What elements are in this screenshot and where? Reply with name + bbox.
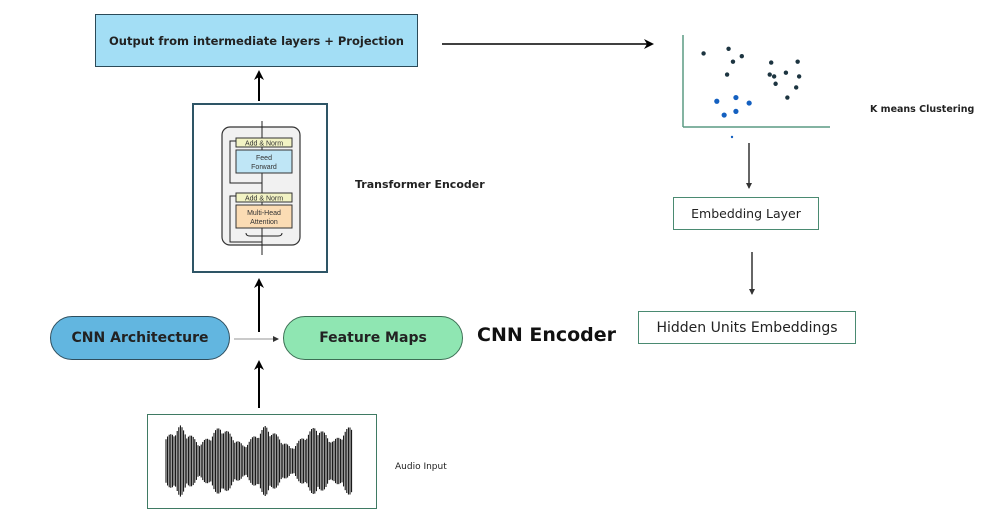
stray-point xyxy=(730,135,734,139)
scatter-point-dark xyxy=(796,74,802,79)
cnn-architecture-label: CNN Architecture xyxy=(71,330,209,346)
scatter-point-dark xyxy=(701,51,706,56)
feed-forward-text-1: Feed xyxy=(256,155,272,162)
scatter-point-dark xyxy=(769,60,774,65)
add-norm-bottom-text: Add & Norm xyxy=(245,196,283,203)
transformer-block-diagram: Add & Norm Feed Forward Add & Norm Multi… xyxy=(221,121,301,255)
add-norm-bottom-block xyxy=(235,192,293,203)
attention-text-2: Attention xyxy=(250,219,278,226)
scatter-point-dark xyxy=(724,72,730,77)
output-projection-box: Output from intermediate layers + Projec… xyxy=(95,14,418,67)
scatter-point-blue xyxy=(746,100,752,106)
scatter-point-blue xyxy=(733,94,739,101)
scatter-point-dark xyxy=(726,46,731,51)
cnn-architecture-node: CNN Architecture xyxy=(50,316,230,360)
output-projection-label: Output from intermediate layers + Projec… xyxy=(109,33,404,48)
kmeans-clustering-label: K means Clustering xyxy=(870,104,975,115)
add-norm-top-block xyxy=(235,137,293,148)
feed-forward-text-2: Forward xyxy=(251,164,277,171)
scatter-point-dark xyxy=(773,81,778,86)
audio-waveform xyxy=(165,425,353,497)
attention-text-1: Multi-Head xyxy=(247,210,281,217)
add-norm-top-text: Add & Norm xyxy=(245,141,283,148)
scatter-point-dark xyxy=(730,59,736,64)
embedding-layer-label: Embedding Layer xyxy=(691,206,801,221)
scatter-point-dark xyxy=(793,85,799,90)
kmeans-scatter-plot xyxy=(682,35,830,139)
scatter-point-dark xyxy=(785,95,790,100)
hidden-units-embeddings-label: Hidden Units Embeddings xyxy=(656,319,838,336)
feed-forward-block xyxy=(235,149,293,174)
scatter-point-dark xyxy=(771,74,777,79)
cnn-encoder-label: CNN Encoder xyxy=(477,324,617,346)
multi-head-attention-block xyxy=(235,204,293,229)
feature-maps-node: Feature Maps xyxy=(283,316,463,360)
scatter-point-dark xyxy=(739,53,744,59)
scatter-point-blue xyxy=(733,108,739,114)
transformer-encoder-label: Transformer Encoder xyxy=(355,178,485,191)
audio-waveform-box xyxy=(147,414,377,509)
transformer-encoder-box: Add & Norm Feed Forward Add & Norm Multi… xyxy=(192,103,328,273)
scatter-point-blue xyxy=(714,98,720,104)
scatter-point-blue xyxy=(721,112,727,118)
embedding-layer-box: Embedding Layer xyxy=(673,197,819,230)
audio-input-label: Audio Input xyxy=(395,462,447,472)
scatter-point-dark xyxy=(795,59,800,64)
feature-maps-label: Feature Maps xyxy=(319,330,427,346)
hidden-units-embeddings-box: Hidden Units Embeddings xyxy=(638,311,856,344)
scatter-point-dark xyxy=(783,70,789,75)
scatter-point-dark xyxy=(767,72,772,77)
